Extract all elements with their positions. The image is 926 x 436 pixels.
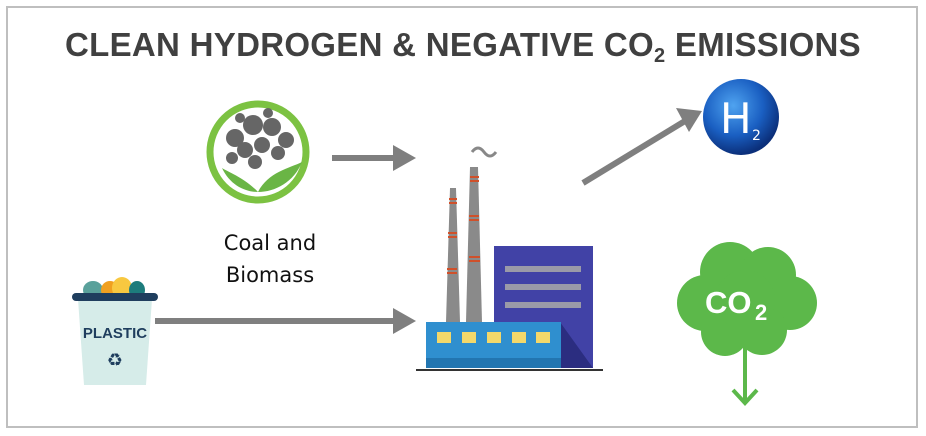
recycle-icon: ♻ [107,350,123,371]
arrow-plastic-to-plant [155,308,416,334]
hydrogen-subscript: 2 [752,128,761,144]
smoke-icon [470,146,498,158]
diagram-frame [6,6,918,428]
title-main: CLEAN HYDROGEN & NEGATIVE CO [65,26,654,63]
arrow-coal-to-plant [332,145,416,171]
title-rest: EMISSIONS [665,26,861,63]
co2-symbol: CO [705,285,752,320]
plastic-bin-label: PLASTIC [83,325,147,342]
hydrogen-symbol: H [720,94,752,143]
co2-subscript: 2 [755,300,767,325]
plastic-bin-icon: PLASTIC ♻ [72,277,158,385]
coal-biomass-icon [206,100,310,204]
arrow-plant-to-hydrogen [581,108,702,186]
power-plant-icon [416,146,603,371]
coal-biomass-label-line1: Coal and [224,231,316,255]
coal-biomass-label-line2: Biomass [226,263,314,287]
co2-cloud-icon: CO 2 [677,242,817,406]
down-arrow-icon [731,345,759,406]
hydrogen-icon: H 2 [703,79,779,155]
page-title: CLEAN HYDROGEN & NEGATIVE CO2 EMISSIONS [0,26,926,68]
title-subscript: 2 [654,45,666,67]
